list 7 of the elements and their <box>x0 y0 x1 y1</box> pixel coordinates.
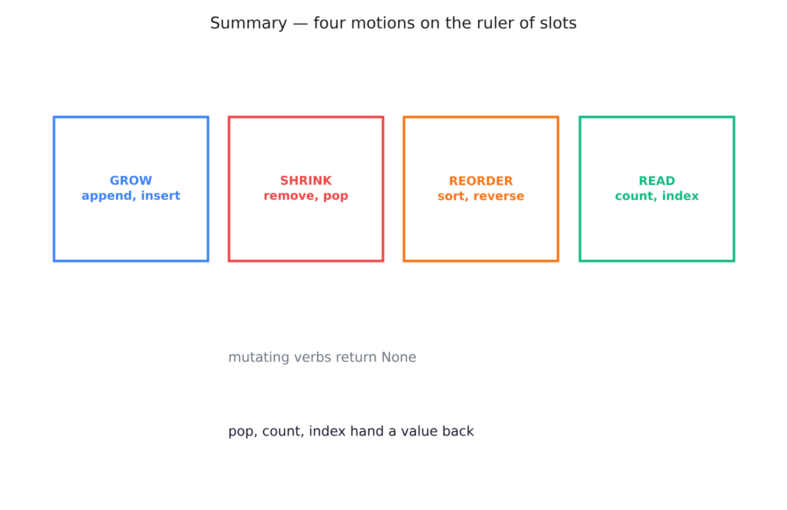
category-box: SHRINK remove, pop <box>228 116 384 262</box>
note: mutating verbs return None <box>229 351 416 365</box>
note: pop, count, index hand a value back <box>229 425 474 439</box>
category-box: GROW append, insert <box>52 116 210 262</box>
category-box: READ count, index <box>578 116 736 262</box>
title: Summary — four motions on the ruler of slots <box>211 16 576 32</box>
category-box: REORDER sort, reverse <box>402 116 560 262</box>
